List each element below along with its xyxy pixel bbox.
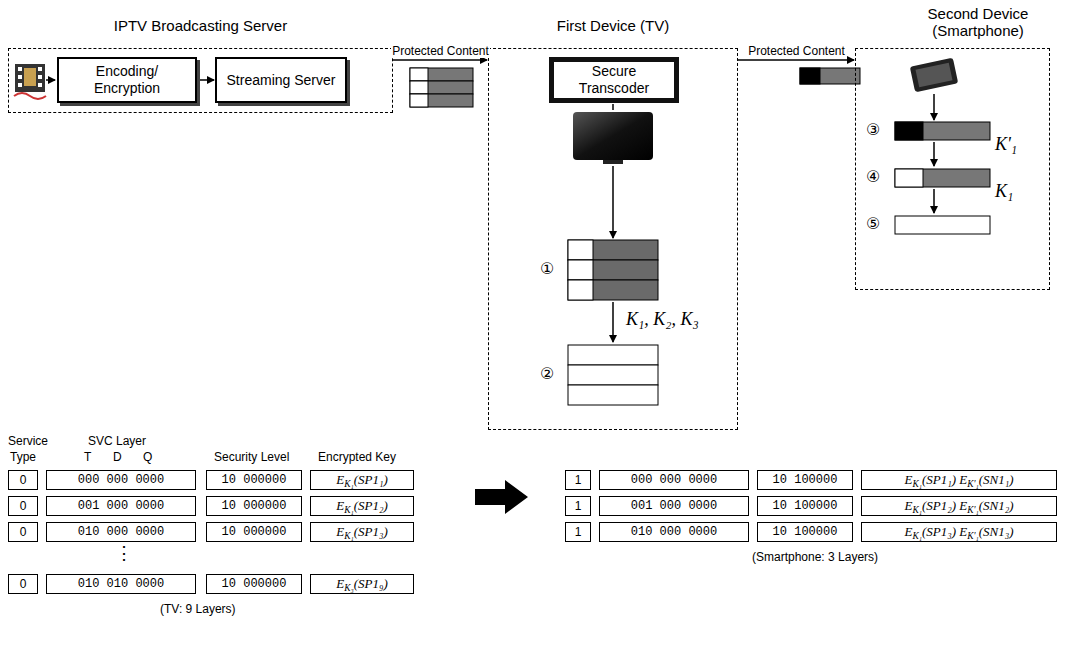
- table-cell: 010 000 0000: [599, 522, 749, 542]
- table-cell: 10 000000: [206, 470, 302, 490]
- table-cell: 1: [565, 470, 591, 490]
- table-cell: 0: [8, 574, 38, 594]
- table-header: Security Level: [214, 450, 289, 464]
- callout-number: ③: [866, 120, 880, 139]
- table-cell: 10 000000: [206, 574, 302, 594]
- table-caption: (Smartphone: 3 Layers): [752, 550, 878, 564]
- group-title: IPTV Broadcasting Server: [9, 17, 392, 34]
- table-header: Service: [8, 434, 48, 448]
- table-cell: 1: [565, 496, 591, 516]
- transform-arrow: [475, 480, 528, 514]
- callout-number: ④: [866, 167, 880, 186]
- content-stack: [410, 68, 473, 107]
- table-header: SVC Layer: [88, 434, 146, 448]
- subscript: K₁: [344, 505, 353, 515]
- table-cell: EK₃(SP1₉): [310, 574, 414, 594]
- table-cell: EK₁(SP1₁): [310, 470, 414, 490]
- table-cell: 10 100000: [757, 522, 853, 542]
- table-cell: 0: [8, 522, 38, 542]
- arrow: [933, 94, 935, 120]
- table-header: Encrypted Key: [318, 450, 396, 464]
- table-cell: 000 000 0000: [599, 470, 749, 490]
- box-label: Secure Transcoder: [560, 63, 668, 97]
- table-cell: 1: [565, 522, 591, 542]
- connector: [393, 59, 487, 61]
- process-box: Streaming Server: [215, 57, 347, 103]
- arrow: [612, 302, 614, 342]
- group-title: Second Device (Smartphone): [918, 5, 1038, 39]
- callout-number: ⑤: [866, 214, 880, 233]
- connector: [197, 79, 214, 81]
- table-cell: 0: [8, 470, 38, 490]
- subscript: K₁: [344, 479, 353, 489]
- subscript: K'₁: [967, 479, 978, 489]
- connector: [738, 59, 854, 61]
- phone-icon: [910, 58, 958, 93]
- table-cell: 10 100000: [757, 470, 853, 490]
- table-cell: 001 000 0000: [599, 496, 749, 516]
- callout-number: ②: [540, 364, 554, 383]
- table-cell: EK₁(SP1₃): [310, 522, 414, 542]
- group-title: First Device (TV): [489, 17, 737, 34]
- key-label: K₁: [995, 181, 1013, 202]
- process-box: Encoding/ Encryption: [57, 57, 197, 103]
- arrow: [612, 166, 614, 238]
- box-label: Encoding/ Encryption: [65, 63, 189, 97]
- content-block: [800, 68, 860, 84]
- subscript: K₁: [912, 531, 921, 541]
- subscript: K'₁: [967, 531, 978, 541]
- table-cell: 10 100000: [757, 496, 853, 516]
- tv-icon: [573, 112, 653, 164]
- table-cell: EK₁(SP1₂) EK'₁(SN1₂): [861, 496, 1057, 516]
- table-caption: (TV: 9 Layers): [160, 602, 236, 616]
- table-cell: EK₁(SP1₁) EK'₁(SN1₁): [861, 470, 1057, 490]
- arrow: [933, 142, 935, 166]
- table-cell: 000 000 0000: [46, 470, 196, 490]
- device-group: First Device (TV)Secure Transcoder: [488, 48, 738, 430]
- subscript: K₁: [344, 531, 353, 541]
- arrow: [612, 104, 614, 110]
- process-box: Secure Transcoder: [549, 57, 679, 103]
- table-cell: 10 000000: [206, 496, 302, 516]
- decrypted-stack: [568, 345, 658, 405]
- table-cell: 0: [8, 496, 38, 516]
- ellipsis: ⋮: [115, 543, 133, 563]
- edge-label: Protected Content: [391, 44, 490, 58]
- layer-blocks: [895, 122, 990, 234]
- device-group: Second Device (Smartphone): [855, 48, 1050, 290]
- table-cell: 010 000 0000: [46, 522, 196, 542]
- table-header: T: [84, 450, 91, 464]
- table-cell: EK₁(SP1₂): [310, 496, 414, 516]
- table-cell: 10 000000: [206, 522, 302, 542]
- arrow: [933, 189, 935, 213]
- film-icon: [14, 64, 46, 99]
- subscript: K₃: [344, 583, 353, 593]
- table-header: Type: [10, 450, 36, 464]
- device-group: IPTV Broadcasting ServerEncoding/ Encryp…: [8, 48, 393, 113]
- subscript: K₁: [912, 479, 921, 489]
- table-cell: 010 010 0000: [46, 574, 196, 594]
- encrypted-stack: [568, 240, 658, 300]
- table-header: D: [113, 450, 122, 464]
- key-label: K'₁: [995, 134, 1017, 155]
- table-header: Q: [143, 450, 152, 464]
- key-label: K₁, K₂, K₃: [626, 309, 699, 330]
- subscript: K'₁: [967, 505, 978, 515]
- subscript: K₁: [912, 505, 921, 515]
- edge-label: Protected Content: [747, 44, 846, 58]
- callout-number: ①: [540, 259, 554, 278]
- arrow: [46, 79, 55, 81]
- table-cell: 001 000 0000: [46, 496, 196, 516]
- table-cell: EK₁(SP1₃) EK'₁(SN1₃): [861, 522, 1057, 542]
- box-label: Streaming Server: [227, 72, 336, 89]
